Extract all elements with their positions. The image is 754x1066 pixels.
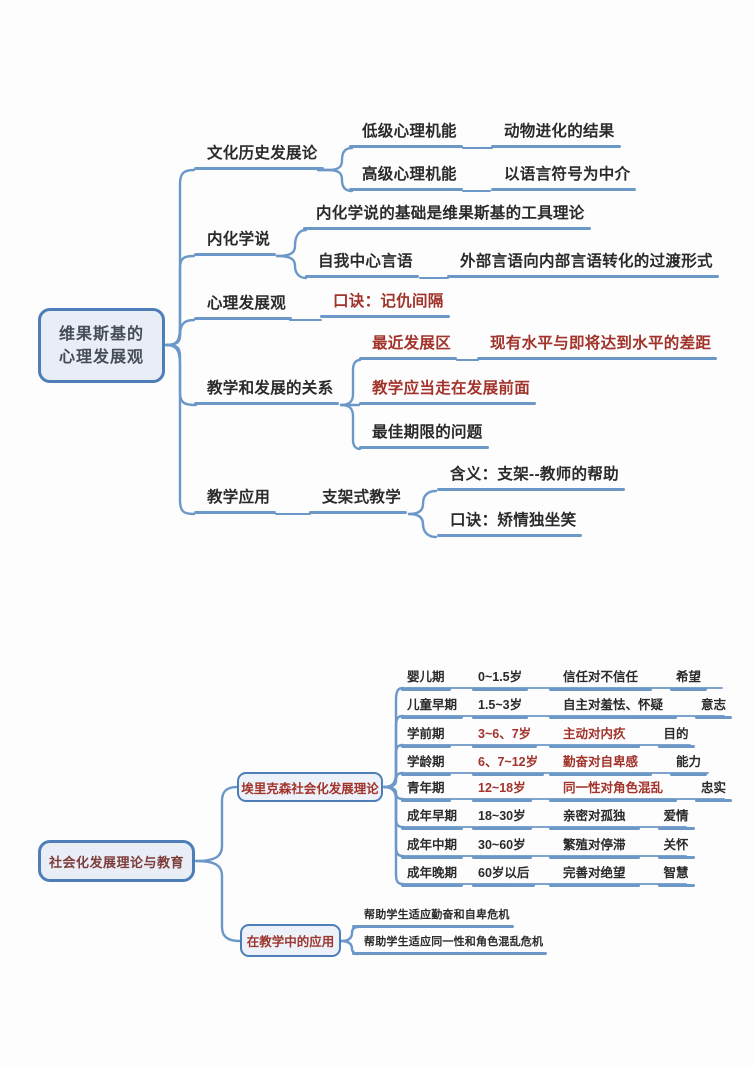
virtue-cell: 关怀 — [657, 834, 695, 859]
node-mental-dev-mnemonic: 口诀：记仇间隔 — [320, 293, 450, 318]
node-scaffold-mnemonic: 口诀：矫情独坐笑 — [436, 512, 583, 537]
virtue-cell: 目的 — [657, 723, 695, 748]
node-teaching-ahead: 教学应当走在发展前面 — [358, 380, 537, 405]
root-title-line1: 维果斯基的 — [58, 325, 144, 343]
node-culture-history-theory: 文化历史发展论 — [194, 145, 324, 170]
node-zpd-detail: 现有水平与即将达到水平的差距 — [476, 335, 718, 360]
node-lower-mental-functions: 低级心理机能 — [349, 123, 463, 148]
age-cell: 1.5~3岁 — [472, 694, 529, 719]
stage-cell: 成年中期 — [401, 834, 464, 859]
node-mental-development-view: 心理发展观 — [193, 295, 293, 320]
virtue-cell: 爱情 — [657, 805, 695, 830]
age-cell: 12~18岁 — [472, 777, 532, 802]
age-cell: 6、7~12岁 — [472, 751, 545, 776]
node-help-industry-crisis: 帮助学生适应勤奋和自卑危机 — [352, 909, 514, 928]
stage-cell: 成年早期 — [401, 805, 464, 830]
crisis-cell: 亲密对孤独 — [549, 805, 640, 830]
node-teaching-development-relation: 教学和发展的关系 — [193, 380, 340, 405]
age-cell: 60岁以后 — [472, 862, 536, 887]
age-cell: 0~1.5岁 — [472, 666, 529, 691]
teaching-label: 在教学中的应用 — [246, 935, 335, 949]
node-help-identity-crisis: 帮助学生适应同一性和角色混乱危机 — [351, 936, 548, 955]
virtue-cell: 智慧 — [657, 862, 695, 887]
crisis-cell: 繁殖对停滞 — [549, 834, 640, 859]
node-teaching-applications: 在教学中的应用 — [240, 924, 341, 957]
root-node-socialization: 社会化发展理论与教育 — [38, 840, 195, 882]
crisis-cell: 完善对绝望 — [549, 862, 640, 887]
node-scaffolding-teaching: 支架式教学 — [308, 489, 408, 514]
virtue-cell: 能力 — [670, 751, 708, 776]
age-cell: 3~6、7岁 — [472, 723, 538, 748]
crisis-cell: 同一性对角色混乱 — [549, 777, 678, 802]
node-egocentric-speech-detail: 外部言语向内部言语转化的过渡形式 — [447, 253, 719, 278]
stage-cell: 成年晚期 — [401, 862, 464, 887]
erikson-row-early-adulthood: 成年早期 18~30岁 亲密对孤独爱情 — [399, 805, 749, 830]
age-cell: 30~60岁 — [472, 834, 532, 859]
node-egocentric-speech: 自我中心言语 — [305, 253, 419, 278]
node-higher-mental-functions: 高级心理机能 — [349, 166, 463, 191]
crisis-cell: 自主对羞怯、怀疑 — [549, 694, 678, 719]
erikson-row-school-age: 学龄期 6、7~12岁 勤奋对自卑感能力 — [399, 751, 749, 776]
stage-cell: 婴儿期 — [401, 666, 451, 691]
root2-title: 社会化发展理论与教育 — [48, 854, 184, 870]
erikson-row-infancy: 婴儿期 0~1.5岁 信任对不信任希望 — [399, 666, 749, 691]
stage-cell: 青年期 — [401, 777, 451, 802]
root-node-vygotsky: 维果斯基的 心理发展观 — [38, 308, 165, 383]
erikson-row-middle-adulthood: 成年中期 30~60岁 繁殖对停滞关怀 — [399, 834, 749, 859]
node-zpd: 最近发展区 — [358, 335, 458, 360]
virtue-cell: 意志 — [695, 694, 733, 719]
erikson-row-preschool: 学前期 3~6、7岁 主动对内疚目的 — [399, 723, 749, 748]
erikson-row-late-adulthood: 成年晚期 60岁以后 完善对绝望智慧 — [399, 862, 749, 887]
stage-cell: 学龄期 — [401, 751, 451, 776]
node-optimal-period: 最佳期限的问题 — [359, 424, 489, 449]
crisis-cell: 信任对不信任 — [549, 666, 653, 691]
node-erikson-theory: 埃里克森社会化发展理论 — [237, 772, 383, 802]
age-cell: 18~30岁 — [472, 805, 532, 830]
node-lower-functions-detail: 动物进化的结果 — [491, 123, 621, 148]
node-higher-functions-detail: 以语言符号为中介 — [490, 166, 637, 191]
node-teaching-application: 教学应用 — [193, 489, 277, 514]
root-title-line2: 心理发展观 — [58, 348, 144, 366]
stage-cell: 学前期 — [401, 723, 451, 748]
node-internalization-theory: 内化学说 — [193, 231, 277, 256]
erikson-row-early-childhood: 儿童早期 1.5~3岁 自主对羞怯、怀疑意志 — [399, 694, 749, 719]
stage-cell: 儿童早期 — [401, 694, 464, 719]
erikson-row-adolescence: 青年期 12~18岁 同一性对角色混乱忠实 — [399, 777, 749, 802]
virtue-cell: 希望 — [670, 666, 708, 691]
node-internalization-basis: 内化学说的基础是维果斯基的工具理论 — [303, 205, 591, 230]
erikson-label: 埃里克森社会化发展理论 — [241, 781, 379, 796]
crisis-cell: 主动对内疚 — [549, 723, 640, 748]
node-scaffold-meaning: 含义：支架--教师的帮助 — [437, 466, 625, 491]
virtue-cell: 忠实 — [695, 777, 733, 802]
crisis-cell: 勤奋对自卑感 — [549, 751, 653, 776]
